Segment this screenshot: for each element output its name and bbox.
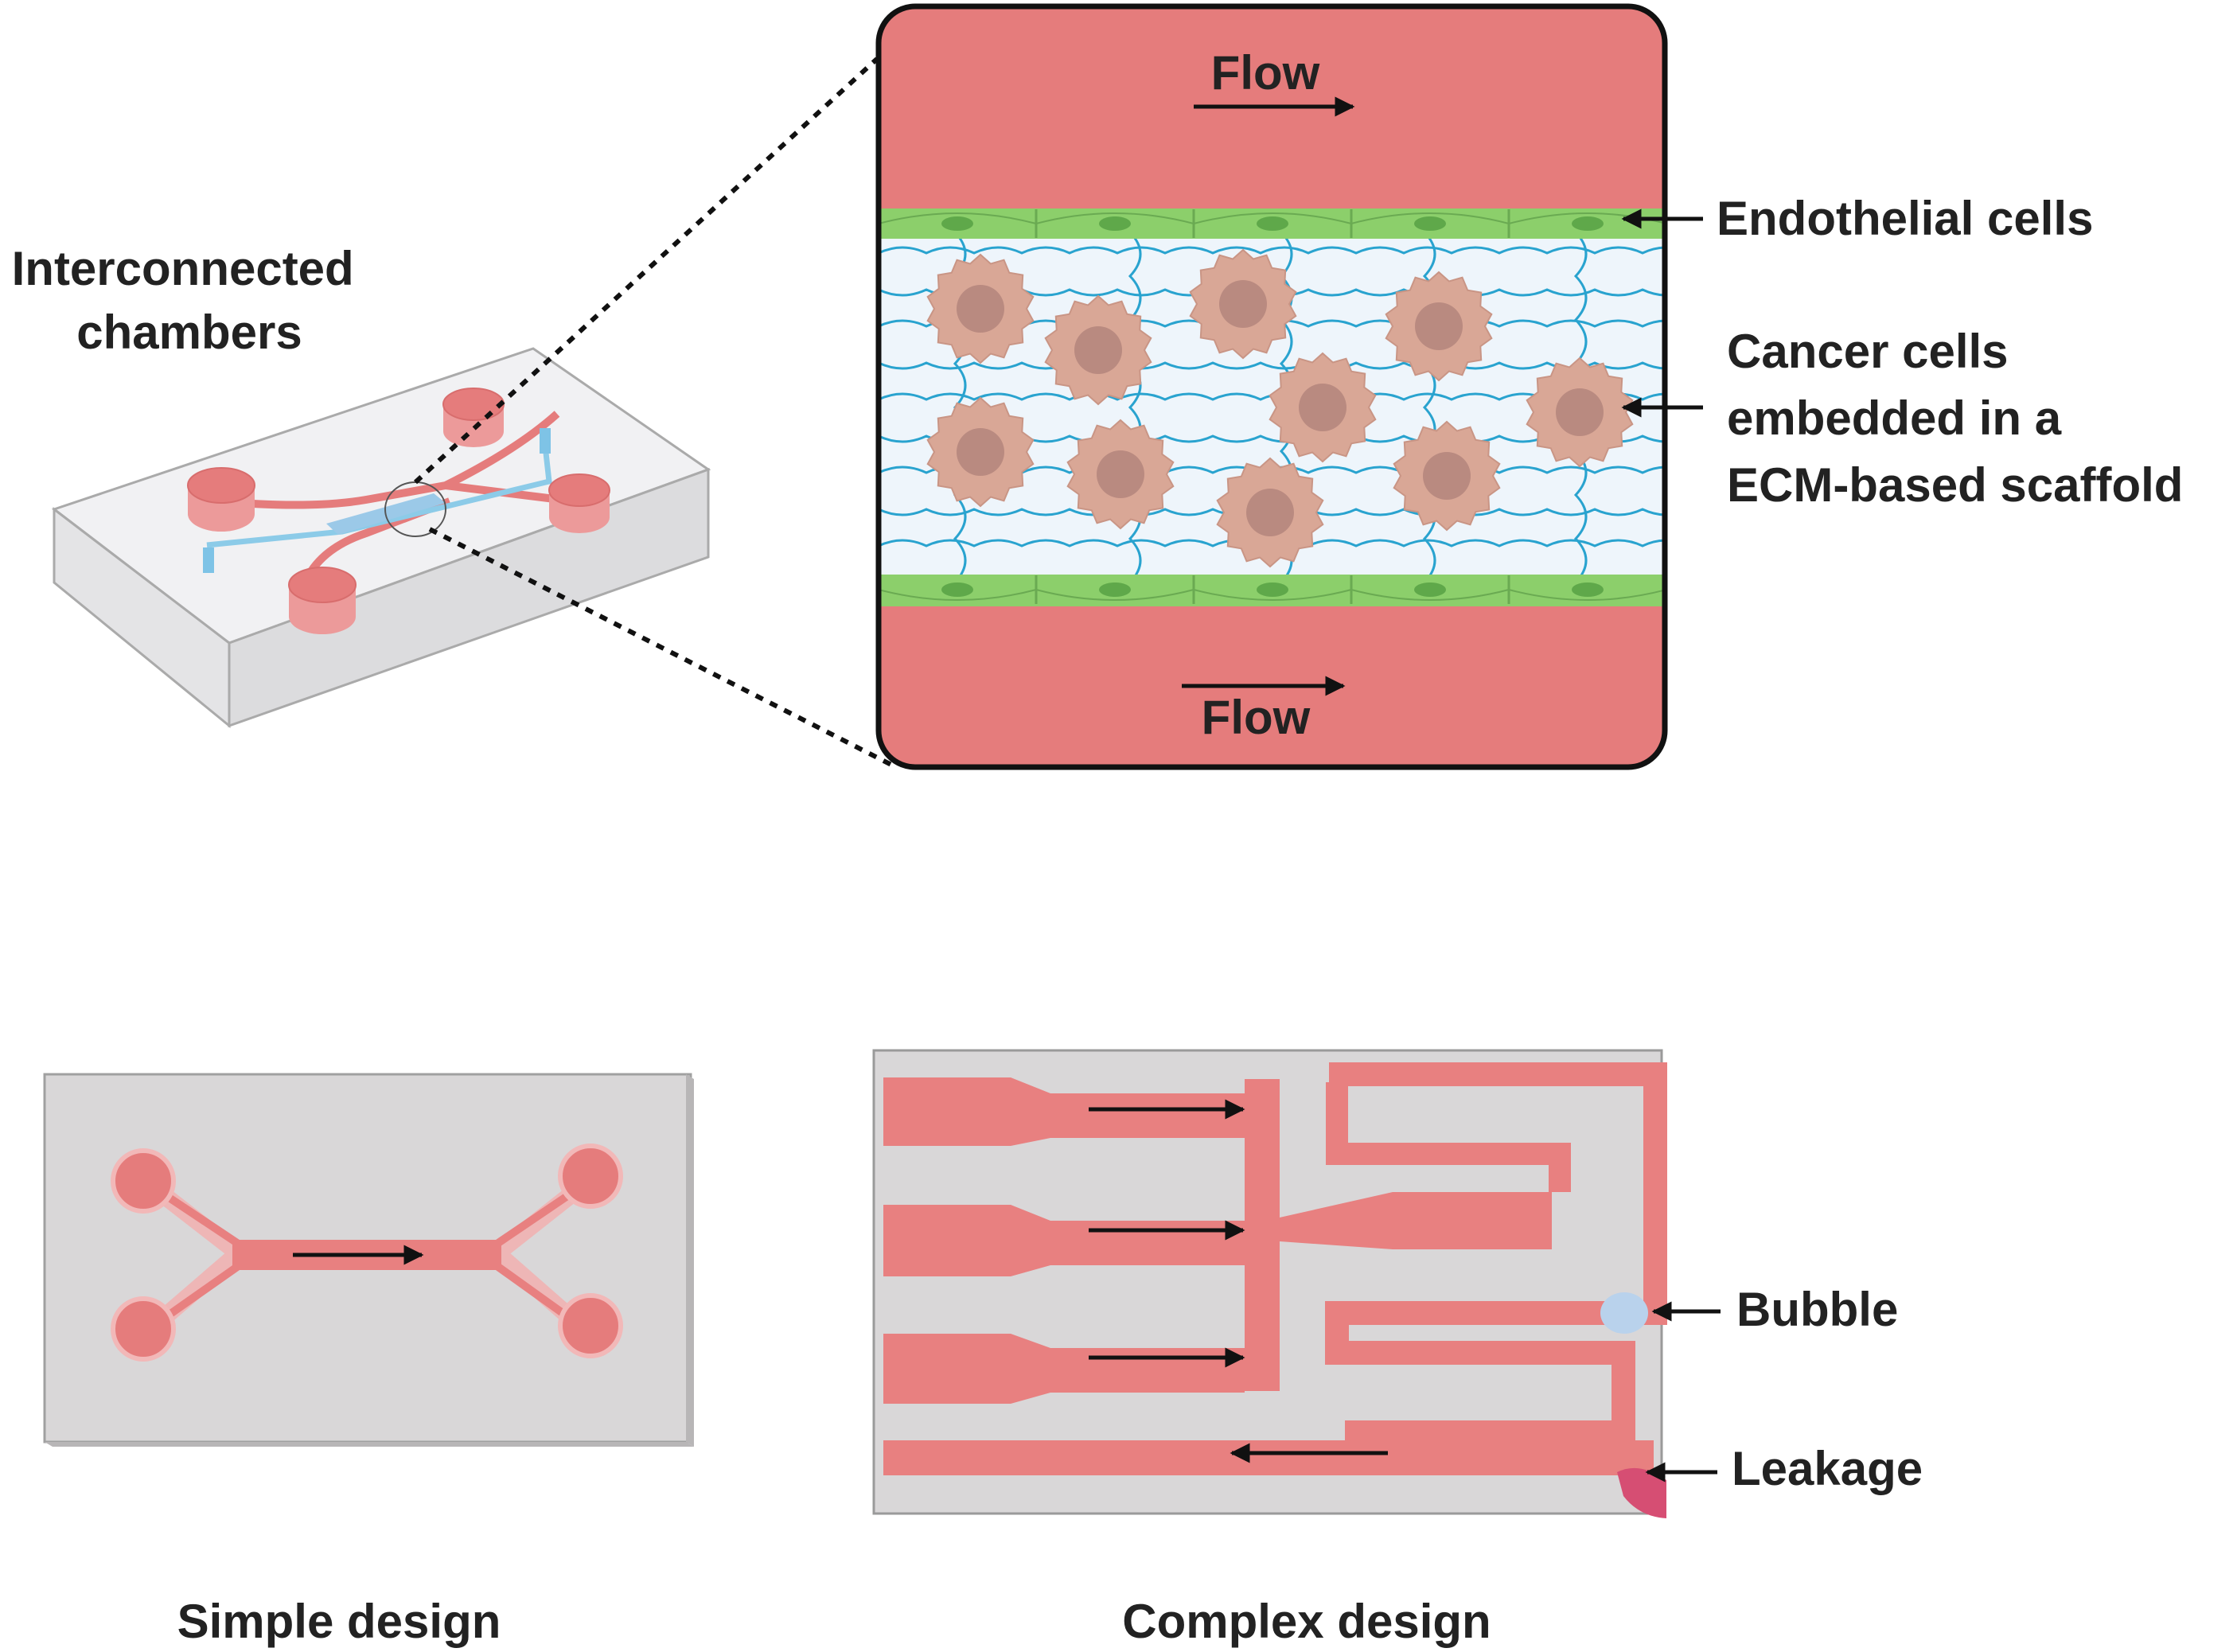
complex-design-chip <box>872 1049 1667 1518</box>
cancer-cell <box>1393 420 1501 532</box>
cancer-cell <box>1044 294 1152 406</box>
complex-design-caption: Complex design <box>1122 1595 1491 1648</box>
endothelial-cell <box>879 575 1037 604</box>
cancer-cell <box>1269 352 1377 463</box>
cancer-cell <box>1385 271 1493 382</box>
bubble-label: Bubble <box>1736 1283 1898 1336</box>
endothelium-bottom <box>879 575 1665 606</box>
endothelial-label: Endothelial cells <box>1717 192 2093 245</box>
zoom-lines <box>413 56 894 768</box>
cancer-cell <box>1066 419 1175 530</box>
simple-design-chip <box>43 1073 694 1447</box>
cancer-cell <box>926 253 1035 364</box>
endothelial-cell <box>1192 209 1352 238</box>
simple-design-caption: Simple design <box>177 1595 501 1648</box>
endothelial-cell <box>1507 575 1665 604</box>
ecm-fiber <box>1128 231 1142 584</box>
endothelial-cell <box>1350 575 1510 604</box>
cancer-cell <box>1216 457 1324 568</box>
endothelial-cell <box>1035 575 1194 604</box>
flow-label-top: Flow <box>1211 46 1320 99</box>
flow-label-bottom: Flow <box>1202 691 1311 744</box>
endothelium-top <box>879 208 1665 239</box>
chip-3d-illustration <box>51 347 711 729</box>
interconnected-label: Interconnected chambers <box>12 242 368 359</box>
bubble-marker <box>1600 1292 1648 1334</box>
cancer-cell <box>1526 357 1634 468</box>
vessel-cross-section <box>875 3 1668 770</box>
endothelial-cell <box>879 209 1037 238</box>
leakage-label: Leakage <box>1732 1442 1923 1495</box>
cancer-label: Cancer cells embedded in a ECM-based sca… <box>1727 325 2183 512</box>
ecm-fiber <box>879 246 1665 255</box>
endothelial-cell <box>1192 575 1352 604</box>
cancer-cell <box>926 396 1035 508</box>
endothelial-cell <box>1350 209 1510 238</box>
cancer-cells-group <box>926 248 1634 568</box>
endothelial-cell <box>1035 209 1194 238</box>
cancer-cell <box>1189 248 1297 360</box>
